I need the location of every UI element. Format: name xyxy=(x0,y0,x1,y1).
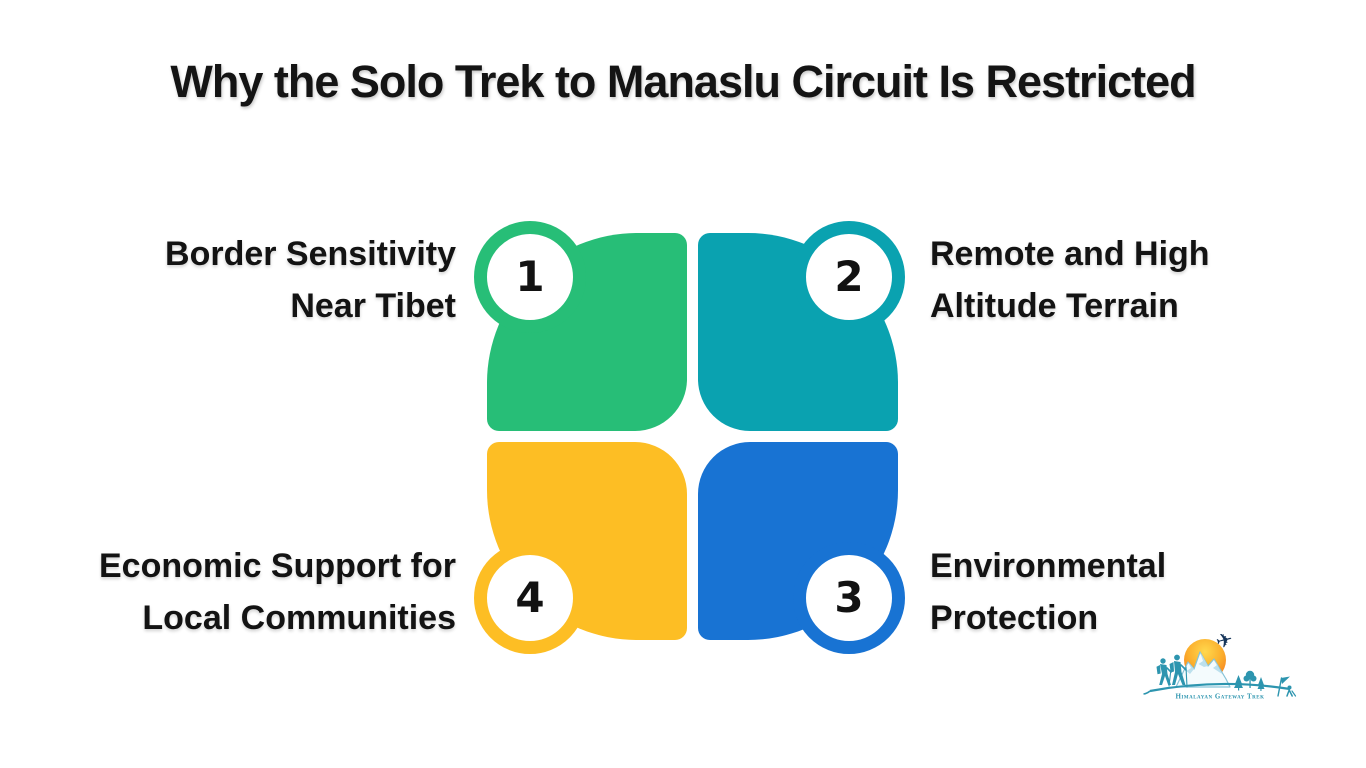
label-line: Environmental xyxy=(930,547,1167,585)
number-badge-3: 3 xyxy=(793,542,905,654)
number-badge-2: 2 xyxy=(793,221,905,333)
label-quadrant-3: Environmental Protection xyxy=(930,540,1166,644)
flag-mark-icon xyxy=(1277,676,1297,697)
plane-icon: ✈ xyxy=(1213,634,1235,654)
logo-wordmark: Himalayan Gateway Trek xyxy=(1175,693,1264,701)
number-badge-1: 1 xyxy=(474,221,586,333)
label-line: Economic Support for xyxy=(99,547,456,585)
step-number-1: 1 xyxy=(515,252,545,301)
trees-icon xyxy=(1234,670,1265,691)
label-line: Border Sensitivity xyxy=(165,235,456,273)
number-badge-4: 4 xyxy=(474,542,586,654)
ground-arc xyxy=(1143,682,1291,695)
page-title: Why the Solo Trek to Manaslu Circuit Is … xyxy=(170,56,1196,107)
step-number-4: 4 xyxy=(515,573,545,622)
hikers-icon xyxy=(1156,654,1188,688)
label-quadrant-4: Economic Support for Local Communities xyxy=(99,540,456,644)
step-number-3: 3 xyxy=(834,573,864,622)
label-line: Local Communities xyxy=(142,599,456,637)
label-quadrant-1: Border Sensitivity Near Tibet xyxy=(165,228,456,332)
label-quadrant-2: Remote and High Altitude Terrain xyxy=(930,228,1210,332)
label-line: Protection xyxy=(930,599,1099,637)
label-line: Remote and High xyxy=(930,235,1210,273)
mountains-icon xyxy=(1175,651,1231,688)
step-number-2: 2 xyxy=(834,252,864,301)
company-logo: ✈ xyxy=(1143,634,1297,701)
label-line: Altitude Terrain xyxy=(930,287,1179,325)
label-line: Near Tibet xyxy=(290,287,456,325)
